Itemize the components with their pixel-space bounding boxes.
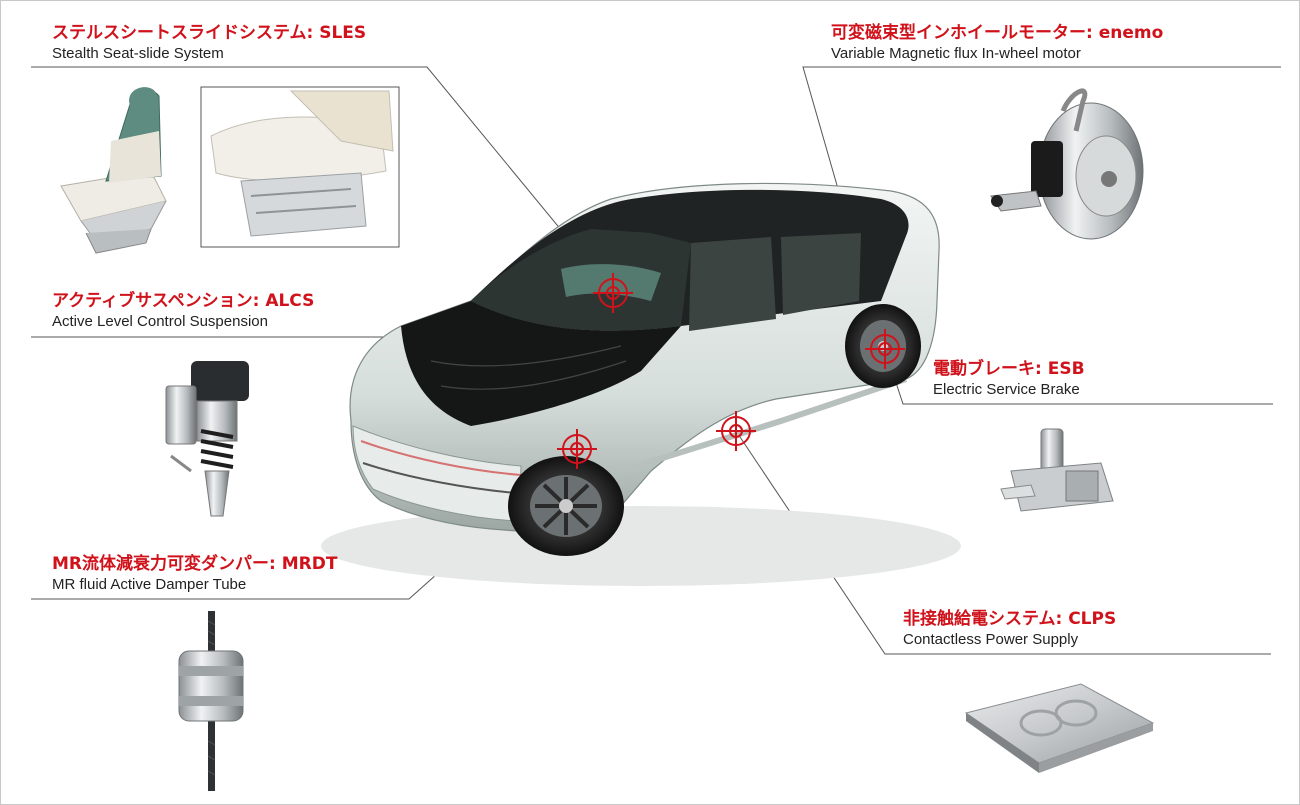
alcs-callout: アクティブサスペンション: ALCS Active Level Control … <box>52 291 314 331</box>
sles-title-en: Stealth Seat-slide System <box>52 45 224 62</box>
enemo-title-en: Variable Magnetic flux In-wheel motor <box>831 45 1081 62</box>
sles-target-marker <box>593 273 633 313</box>
enemo-callout: 可変磁束型インホイールモーター: enemo Variable Magnetic… <box>831 23 1163 63</box>
clps-title-ja: 非接触給電システム: CLPS <box>903 609 1117 629</box>
clps-leader-line <box>735 430 1271 655</box>
suspension-image <box>165 361 249 517</box>
seat-detail-image <box>210 90 394 237</box>
power-plate-image <box>964 683 1155 773</box>
car-illustration <box>321 182 961 586</box>
sles-leader-line <box>31 66 614 294</box>
mrdt-title-en: MR fluid Active Damper Tube <box>52 576 247 593</box>
alcs-target-marker <box>557 429 597 469</box>
alcs-title-ja: アクティブサスペンション: ALCS <box>52 291 315 311</box>
sles-title-ja: ステルスシートスライドシステム: SLES <box>52 23 367 43</box>
esb-title-ja: 電動ブレーキ: ESB <box>933 359 1085 379</box>
clps-callout: 非接触給電システム: CLPS Contactless Power Supply <box>903 609 1116 649</box>
target-markers <box>557 273 905 469</box>
mr-damper-image <box>178 611 244 791</box>
clps-title-en: Contactless Power Supply <box>903 631 1079 648</box>
clps-target-marker <box>716 411 756 451</box>
esb-title-en: Electric Service Brake <box>933 381 1080 398</box>
alcs-title-en: Active Level Control Suspension <box>52 313 268 330</box>
enemo-target-marker <box>865 329 905 369</box>
esb-callout: 電動ブレーキ: ESB Electric Service Brake <box>933 359 1085 399</box>
mrdt-title-ja: MR流体減衰力可変ダンパー: MRDT <box>52 554 338 574</box>
seat-image <box>60 87 167 254</box>
enemo-title-ja: 可変磁束型インホイールモーター: enemo <box>831 23 1164 43</box>
mrdt-callout: MR流体減衰力可変ダンパー: MRDT MR fluid Active Damp… <box>52 554 337 594</box>
sles-callout: ステルスシートスライドシステム: SLES Stealth Seat-slide… <box>52 23 366 63</box>
electric-brake-image <box>1000 428 1114 512</box>
in-wheel-motor-image <box>990 88 1144 240</box>
